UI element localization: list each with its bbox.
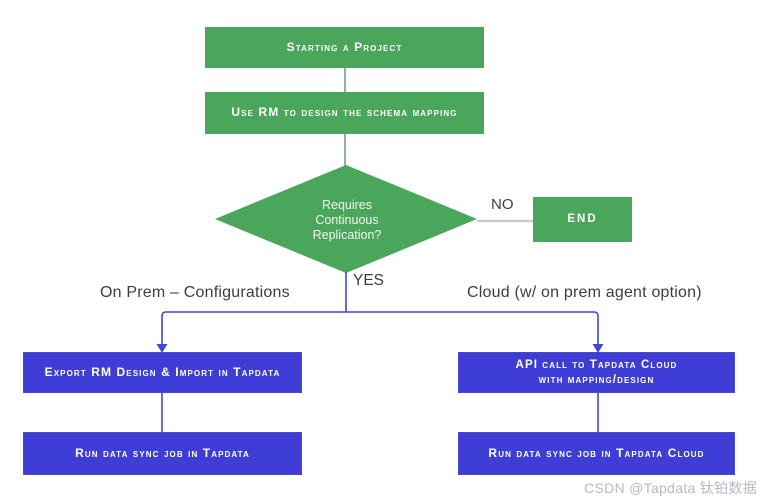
- decision-diamond-label: Requires Continuous Replication?: [312, 197, 382, 242]
- on-prem-branch-title: On Prem – Configurations: [100, 284, 290, 301]
- api-call-node: API call to Tapdata Cloud with mapping/d…: [458, 352, 735, 393]
- cloud-branch-title: Cloud (w/ on prem agent option): [467, 284, 702, 301]
- yes-label: YES: [353, 272, 385, 289]
- end-node: END: [533, 197, 632, 242]
- schema-mapping-node: Use RM to design the schema mapping: [205, 92, 484, 134]
- export-import-node: Export RM Design & Import in Tapdata: [23, 352, 302, 393]
- connector-branch-split: [161, 311, 599, 345]
- arrowhead-right-branch: [592, 344, 604, 353]
- start-node: Starting a Project: [205, 27, 484, 68]
- arrowhead-left-branch: [156, 344, 168, 353]
- run-sync-cloud-node: Run data sync job in Tapdata Cloud: [458, 432, 735, 475]
- no-label: NO: [491, 196, 514, 213]
- run-sync-node: Run data sync job in Tapdata: [23, 432, 302, 475]
- decision-diamond-shape: [215, 165, 477, 273]
- csdn-watermark: CSDN @Tapdata 钛铂数据: [584, 480, 757, 496]
